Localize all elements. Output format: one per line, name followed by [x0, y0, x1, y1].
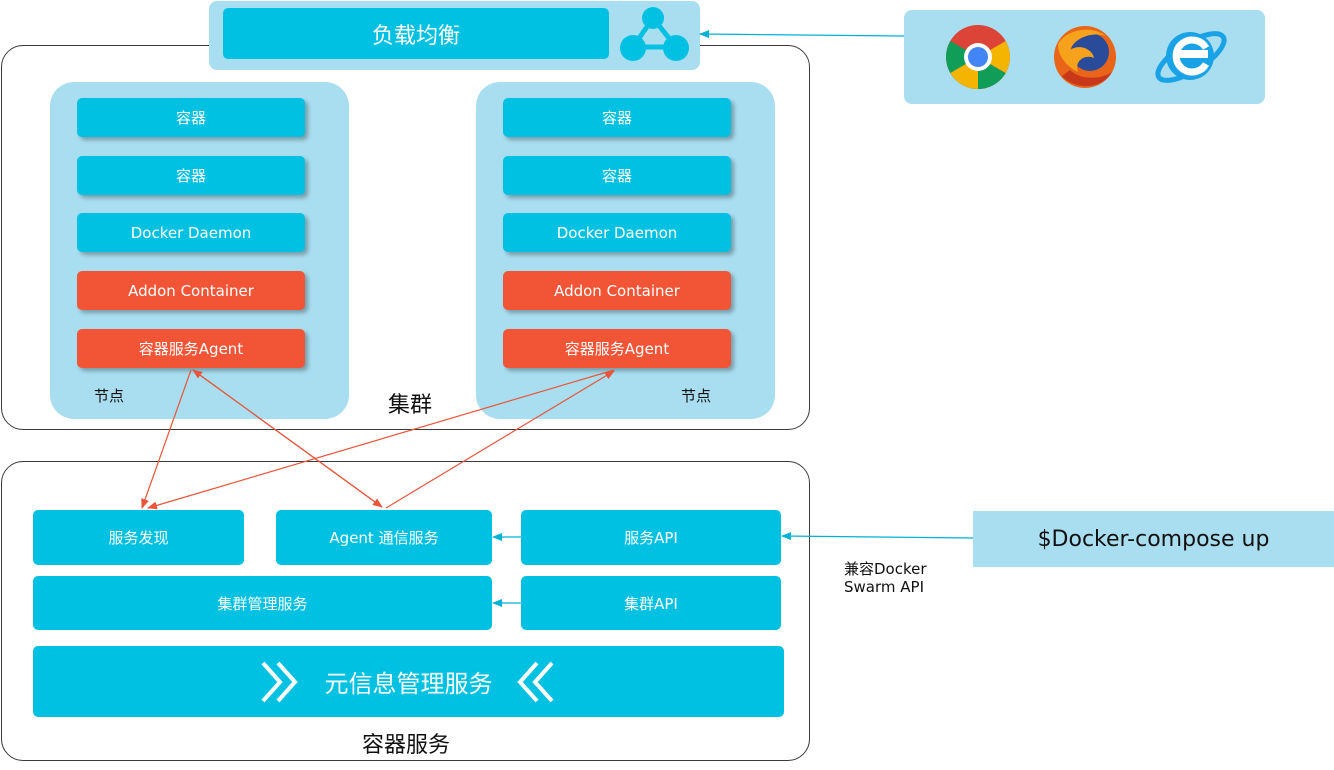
cluster-mgmt-label: 集群管理服务 [217, 594, 308, 613]
service-api-label: 服务API [624, 529, 678, 547]
compat-label-line2: Swarm API [844, 578, 924, 596]
container-label: 容器 [601, 109, 632, 127]
container-box: 容器 [77, 98, 305, 137]
container-label: 容器 [601, 167, 632, 185]
agent-box: 容器服务Agent [503, 329, 731, 368]
docker-daemon-box: Docker Daemon [503, 213, 731, 252]
agent-box: 容器服务Agent [77, 329, 305, 368]
service-discovery-box: 服务发现 [33, 510, 244, 565]
container-box: 容器 [77, 156, 305, 195]
addon-container-box: Addon Container [503, 271, 731, 310]
compat-label-line1: 兼容Docker [844, 560, 927, 578]
container-label: 容器 [175, 109, 206, 127]
meta-mgmt-box: 元信息管理服务 [33, 646, 784, 717]
load-balancer-label: 负载均衡 [371, 23, 460, 49]
docker-daemon-box: Docker Daemon [77, 213, 305, 252]
container-label: 容器 [175, 167, 206, 185]
compose-command-box: $Docker-compose up [973, 511, 1334, 567]
container-box: 容器 [503, 98, 731, 137]
agent-label: 容器服务Agent [138, 340, 244, 358]
cluster-mgmt-box: 集群管理服务 [33, 576, 492, 630]
cluster-api-label: 集群API [624, 594, 678, 613]
meta-mgmt-label: 元信息管理服务 [324, 670, 493, 698]
addon-container-box: Addon Container [77, 271, 305, 310]
cluster-title: 集群 [388, 393, 433, 418]
service-title: 容器服务 [362, 733, 451, 758]
docker-daemon-label: Docker Daemon [556, 223, 678, 242]
browser-panel [904, 10, 1265, 104]
compose-command-label: $Docker-compose up [1037, 526, 1270, 552]
service-discovery-label: 服务发现 [108, 529, 169, 547]
container-box: 容器 [503, 156, 731, 195]
node-label-left: 节点 [94, 387, 125, 405]
agent-comm-label: Agent 通信服务 [329, 529, 439, 547]
node-label-right: 节点 [681, 387, 712, 405]
docker-daemon-label: Docker Daemon [130, 223, 252, 242]
addon-container-label: Addon Container [128, 281, 254, 300]
agent-comm-box: Agent 通信服务 [276, 510, 492, 565]
addon-container-label: Addon Container [554, 281, 680, 300]
service-api-box: 服务API [521, 510, 781, 565]
load-balancer-box: 负载均衡 [223, 8, 609, 59]
agent-label: 容器服务Agent [564, 340, 670, 358]
cluster-api-box: 集群API [521, 576, 781, 630]
